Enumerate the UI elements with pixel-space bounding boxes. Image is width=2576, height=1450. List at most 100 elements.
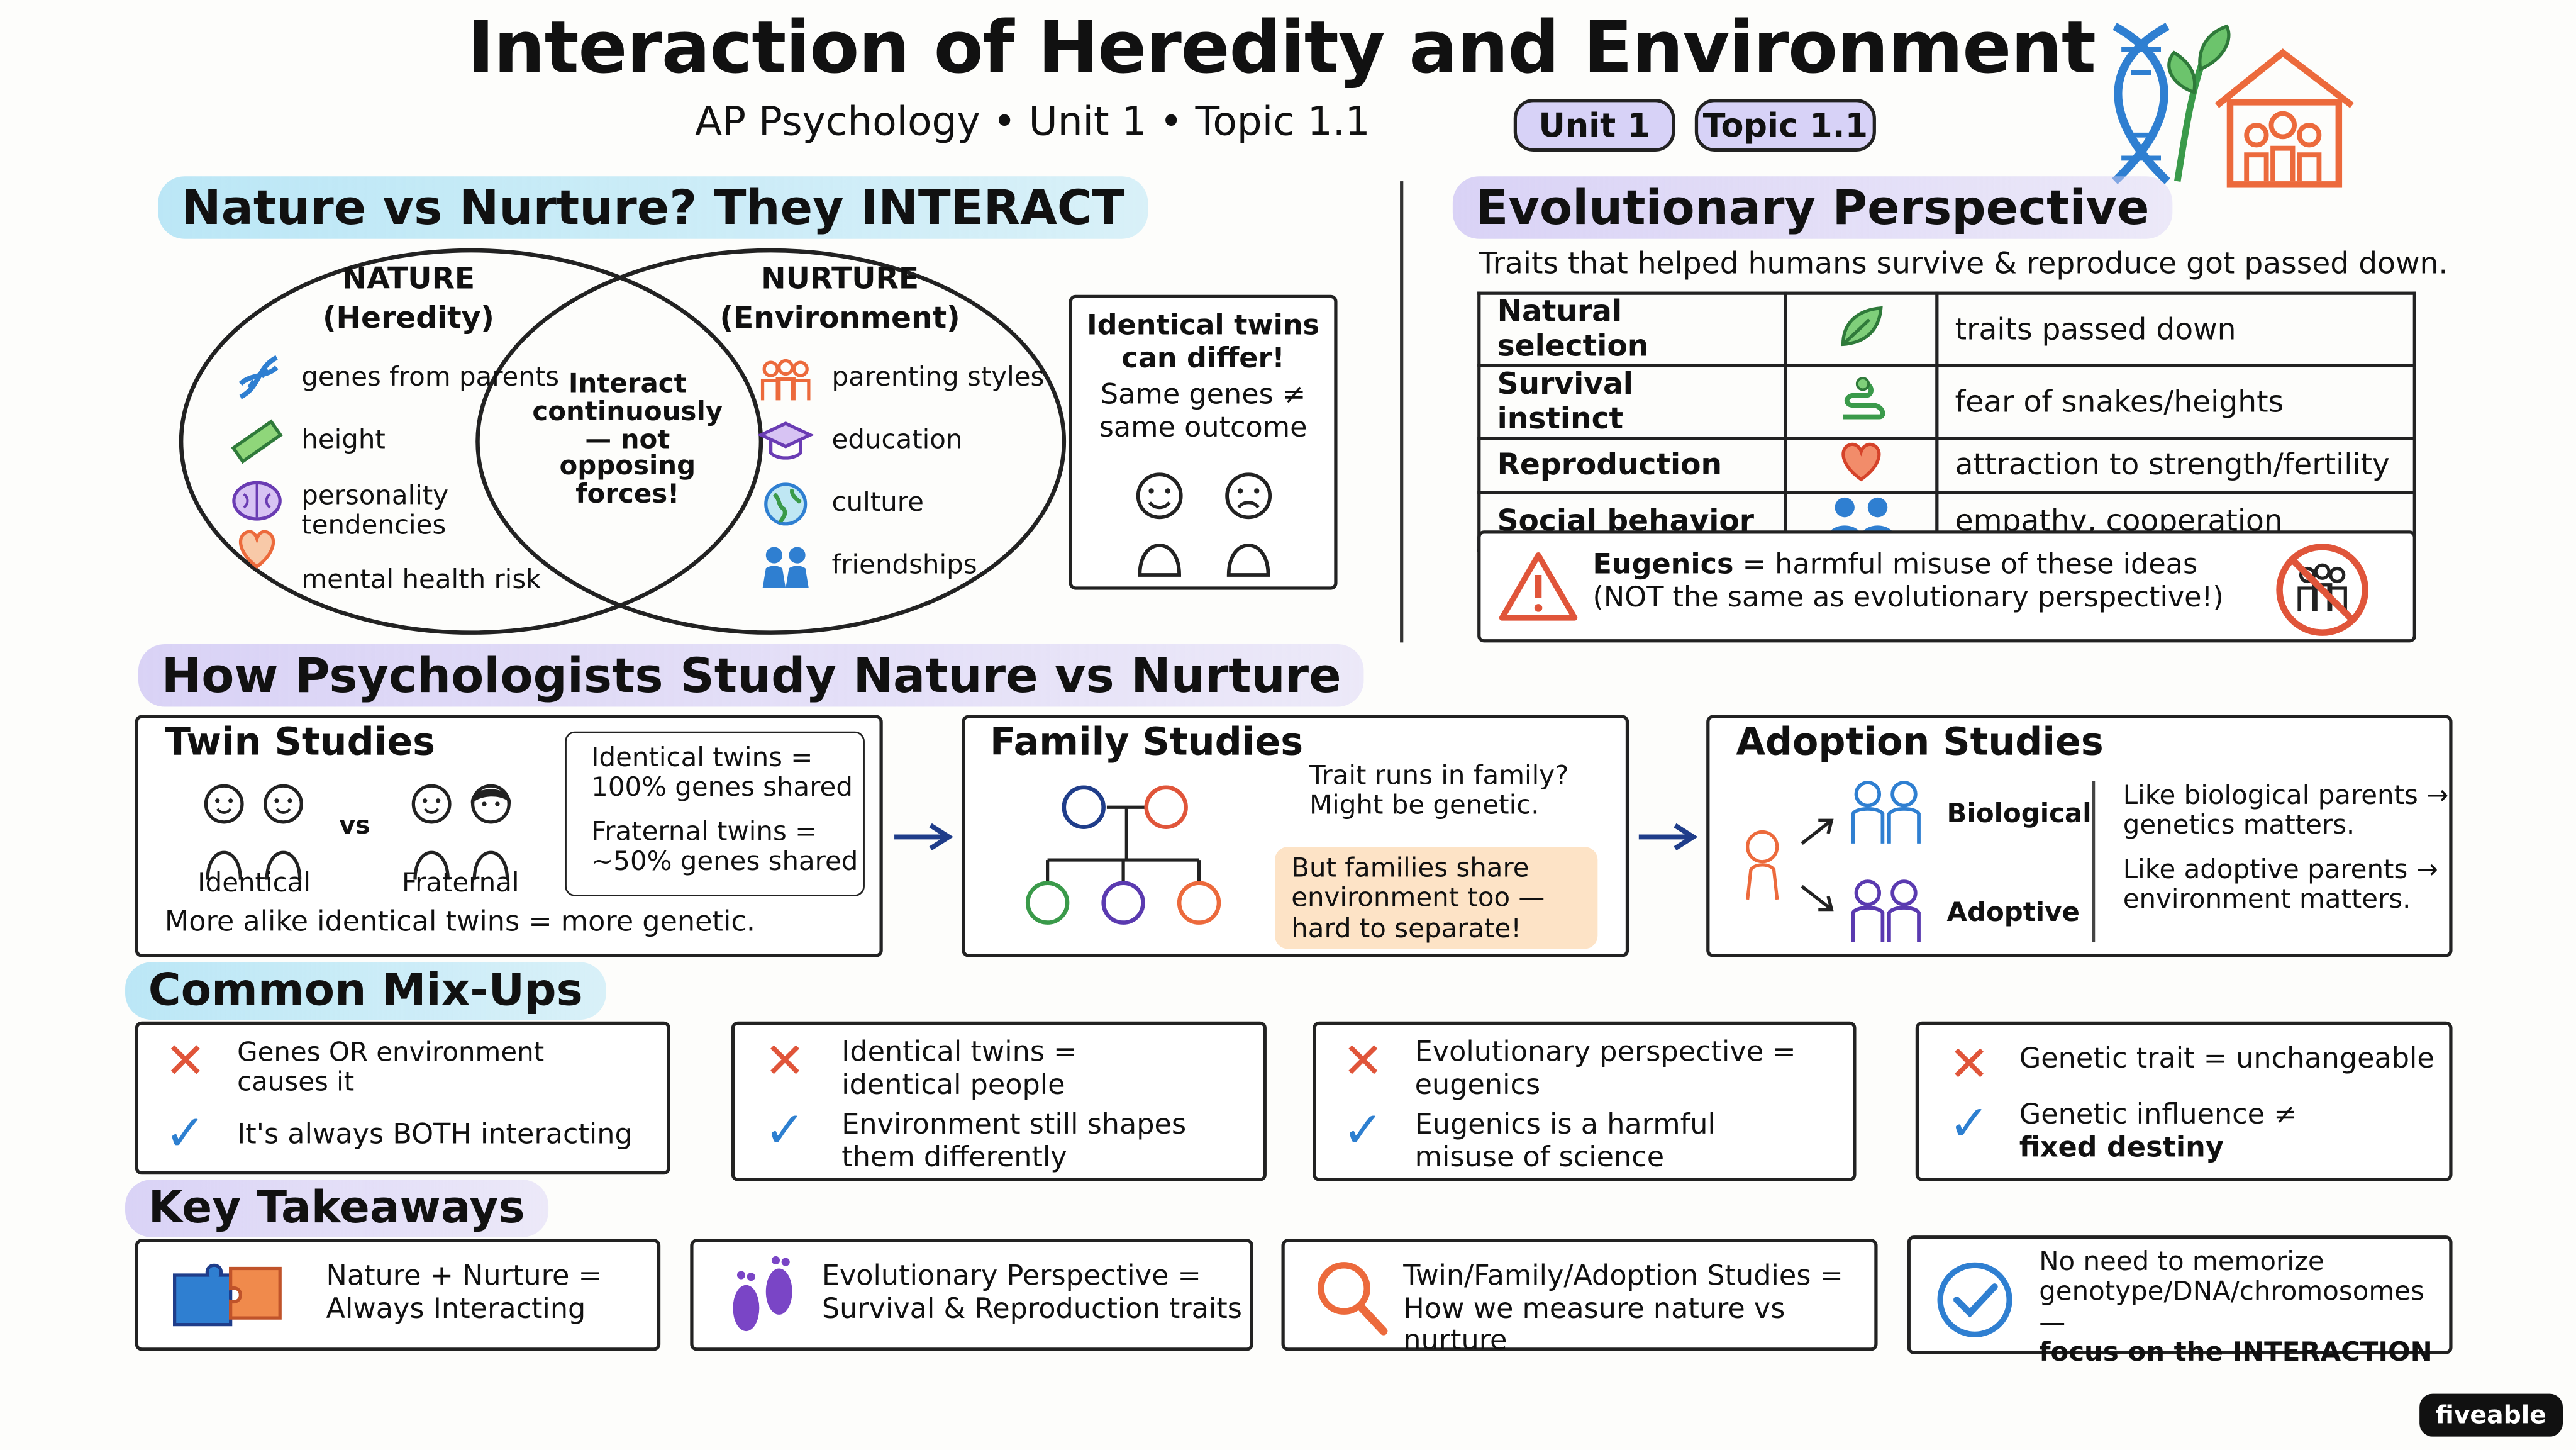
mixup-right-text: Genetic influence ≠ fixed destiny bbox=[2019, 1098, 2297, 1164]
row-label: Natural selection bbox=[1477, 291, 1787, 368]
row-desc: fear of snakes/heights bbox=[1935, 364, 2416, 440]
leaf-icon bbox=[1841, 305, 1883, 345]
mixup-wrong-text: Genetic trait = unchangeable bbox=[2019, 1042, 2434, 1076]
warning-text: Eugenics = harmful misuse of these ideas… bbox=[1592, 549, 2224, 614]
arrow-right-icon bbox=[1638, 823, 1698, 851]
evolutionary-table: Natural selection traits passed down Sur… bbox=[1477, 291, 2416, 552]
adoption-divider bbox=[2092, 781, 2094, 943]
takeaway-card-4: No need to memorize genotype/DNA/chromos… bbox=[1907, 1235, 2453, 1368]
check-mark-icon: ✓ bbox=[164, 1105, 206, 1163]
fraternal-label: Fraternal bbox=[402, 866, 519, 898]
magnifier-icon bbox=[1318, 1262, 1388, 1336]
brain-icon bbox=[232, 481, 282, 521]
check-mark-icon: ✓ bbox=[1948, 1095, 1990, 1154]
dna-plant-house-icon bbox=[2112, 23, 2354, 188]
nature-item-mental-health: mental health risk bbox=[301, 563, 541, 595]
x-mark-icon: ✕ bbox=[1342, 1033, 1384, 1091]
page-subtitle: AP Psychology • Unit 1 • Topic 1.1 bbox=[695, 99, 1370, 145]
mixups-heading: Common Mix-Ups bbox=[125, 962, 606, 1020]
takeaways-heading: Key Takeaways bbox=[125, 1180, 548, 1237]
takeaway-text: Twin/Family/Adoption Studies = How we me… bbox=[1403, 1260, 1843, 1358]
mixup-card-2: ✕ Identical twins = identical people ✓ E… bbox=[731, 1021, 1267, 1181]
venn-diagram bbox=[179, 248, 1067, 635]
family-studies-card: Family Studies Trait runs in family? Mig… bbox=[962, 715, 1629, 957]
row-label: Reproduction bbox=[1477, 437, 1787, 494]
takeaway-text: Nature + Nurture = Always Interacting bbox=[326, 1260, 602, 1326]
family-studies-note: But families share environment too — har… bbox=[1275, 847, 1598, 949]
nature-nurture-heading: Nature vs Nurture? They INTERACT bbox=[158, 176, 1148, 239]
globe-icon bbox=[764, 482, 808, 526]
mixup-card-3: ✕ Evolutionary perspective = eugenics ✓ … bbox=[1313, 1021, 1857, 1181]
family-studies-text: Trait runs in family? Might be genetic. bbox=[1309, 759, 1569, 822]
twins-compare-icon bbox=[204, 784, 511, 880]
nurture-item-education: education bbox=[831, 423, 963, 455]
unit-pill: Unit 1 bbox=[1513, 99, 1675, 152]
adoption-studies-title: Adoption Studies bbox=[1736, 722, 2104, 765]
check-mark-icon: ✓ bbox=[764, 1102, 806, 1160]
study-heading: How Psychologists Study Nature vs Nurtur… bbox=[138, 644, 1365, 707]
heart-outline-icon bbox=[238, 530, 275, 569]
evolutionary-heading: Evolutionary Perspective bbox=[1452, 176, 2173, 239]
footprints-icon bbox=[733, 1256, 792, 1332]
adoption-studies-card: Adoption Studies Biological Adoptive Lik… bbox=[1706, 715, 2453, 957]
nature-item-personality: personality tendencies bbox=[301, 479, 449, 542]
eugenics-warning: Eugenics = harmful misuse of these ideas… bbox=[1477, 530, 2416, 643]
x-mark-icon: ✕ bbox=[764, 1033, 806, 1091]
mixup-right-text: Eugenics is a harmful misuse of science bbox=[1414, 1108, 1716, 1174]
twin-info-box: Identical twins = 100% genes shared Frat… bbox=[565, 731, 865, 896]
adoption-text-biological: Like biological parents → genetics matte… bbox=[2123, 779, 2449, 841]
twins-callout-body: Same genes ≠ same outcome bbox=[1099, 379, 1307, 445]
mixup-wrong-text: Genes OR environment causes it bbox=[237, 1036, 545, 1098]
x-mark-icon: ✕ bbox=[1948, 1036, 1990, 1094]
puzzle-icon bbox=[172, 1263, 282, 1327]
ruler-icon bbox=[231, 419, 283, 464]
mixup-card-4: ✕ Genetic trait = unchangeable ✓ Genetic… bbox=[1915, 1021, 2453, 1181]
mixup-card-1: ✕ Genes OR environment causes it ✓ It's … bbox=[135, 1021, 670, 1175]
mixup-right-text: Environment still shapes them differentl… bbox=[841, 1108, 1187, 1174]
adoption-text-adoptive: Like adoptive parents → environment matt… bbox=[2123, 853, 2438, 915]
identical-label: Identical bbox=[197, 866, 311, 898]
page-title: Interaction of Heredity and Environment bbox=[467, 6, 2096, 91]
table-row: Natural selection traits passed down bbox=[1477, 291, 2416, 368]
identical-twins-callout: Identical twins can differ! Same genes ≠… bbox=[1069, 294, 1338, 590]
adoption-diagram-icon bbox=[1746, 781, 1921, 943]
nurture-subtitle: (Environment) bbox=[719, 301, 960, 337]
row-desc: traits passed down bbox=[1935, 291, 2416, 368]
twin-studies-title: Twin Studies bbox=[164, 722, 436, 765]
mixup-wrong-text: Evolutionary perspective = eugenics bbox=[1414, 1036, 1796, 1101]
evolutionary-intro: Traits that helped humans survive & repr… bbox=[1479, 247, 2448, 282]
nature-title: NATURE bbox=[341, 262, 475, 297]
interaction-center-text: Interact continuously — not opposing for… bbox=[532, 367, 723, 510]
nurture-item-parenting: parenting styles bbox=[831, 360, 1045, 393]
mixup-right-text: It's always BOTH interacting bbox=[237, 1118, 633, 1152]
family-icon bbox=[760, 359, 811, 401]
takeaway-text: No need to memorize genotype/DNA/chromos… bbox=[2039, 1245, 2433, 1368]
twin-studies-card: Twin Studies vs Identical Fraternal Iden… bbox=[135, 715, 883, 957]
row-label: Survival instinct bbox=[1477, 364, 1787, 440]
x-mark-icon: ✕ bbox=[164, 1033, 206, 1091]
warning-icon bbox=[1499, 552, 1578, 621]
heart-icon bbox=[1841, 442, 1881, 482]
nurture-title: NURTURE bbox=[761, 262, 919, 297]
arrow-right-icon bbox=[894, 823, 953, 851]
check-circle-icon bbox=[1937, 1262, 2012, 1337]
adoptive-label: Adoptive bbox=[1946, 896, 2080, 928]
column-divider bbox=[1400, 181, 1404, 643]
no-eugenics-icon bbox=[2276, 544, 2368, 636]
vs-label: vs bbox=[339, 810, 370, 840]
takeaway-text: Evolutionary Perspective = Survival & Re… bbox=[821, 1260, 1242, 1326]
topic-pill: Topic 1.1 bbox=[1694, 99, 1876, 152]
twins-callout-title: Identical twins can differ! bbox=[1087, 310, 1320, 375]
dna-icon bbox=[238, 355, 279, 399]
biological-label: Biological bbox=[1946, 797, 2092, 829]
nature-item-genes: genes from parents bbox=[301, 360, 560, 393]
friends-icon bbox=[762, 547, 809, 588]
graduation-cap-icon bbox=[757, 421, 814, 460]
nurture-item-culture: culture bbox=[831, 486, 924, 518]
mixup-wrong-text: Identical twins = identical people bbox=[841, 1036, 1077, 1101]
table-row: Survival instinct fear of snakes/heights bbox=[1477, 364, 2416, 440]
table-row: Reproduction attraction to strength/fert… bbox=[1477, 437, 2416, 494]
check-mark-icon: ✓ bbox=[1342, 1102, 1384, 1160]
takeaway-card-3: Twin/Family/Adoption Studies = How we me… bbox=[1281, 1239, 1878, 1358]
